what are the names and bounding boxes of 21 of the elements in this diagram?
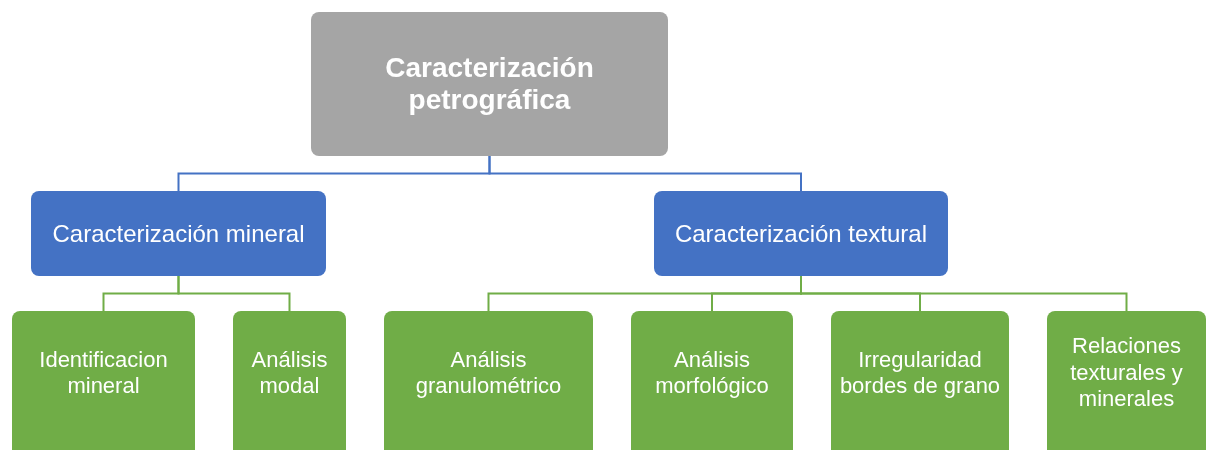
node-label: Identificacion mineral [38,346,169,400]
connector-line [800,275,1128,312]
node-label: Caracterización petrográfica [384,51,595,117]
node-label: Relaciones texturales y minerales [1069,333,1184,413]
root-box [311,12,668,156]
leaf-box [1047,311,1206,450]
leaf-box [631,311,793,450]
node-label: Irregularidad bordes de grano [838,346,1002,400]
node-label: Análisis granulométrico [414,346,563,400]
connector-line [488,155,802,192]
node-label: Caracterización textural [674,219,928,248]
category-box [31,191,326,276]
leaf-box [384,311,593,450]
node-label: Caracterización mineral [52,219,305,248]
category-box [654,191,948,276]
connector-line [177,275,291,312]
leaf-box [233,311,346,450]
leaf-box [831,311,1009,450]
leaf-box [12,311,195,450]
node-label: Análisis morfológico [654,346,770,400]
node-label: Análisis modal [250,346,329,400]
